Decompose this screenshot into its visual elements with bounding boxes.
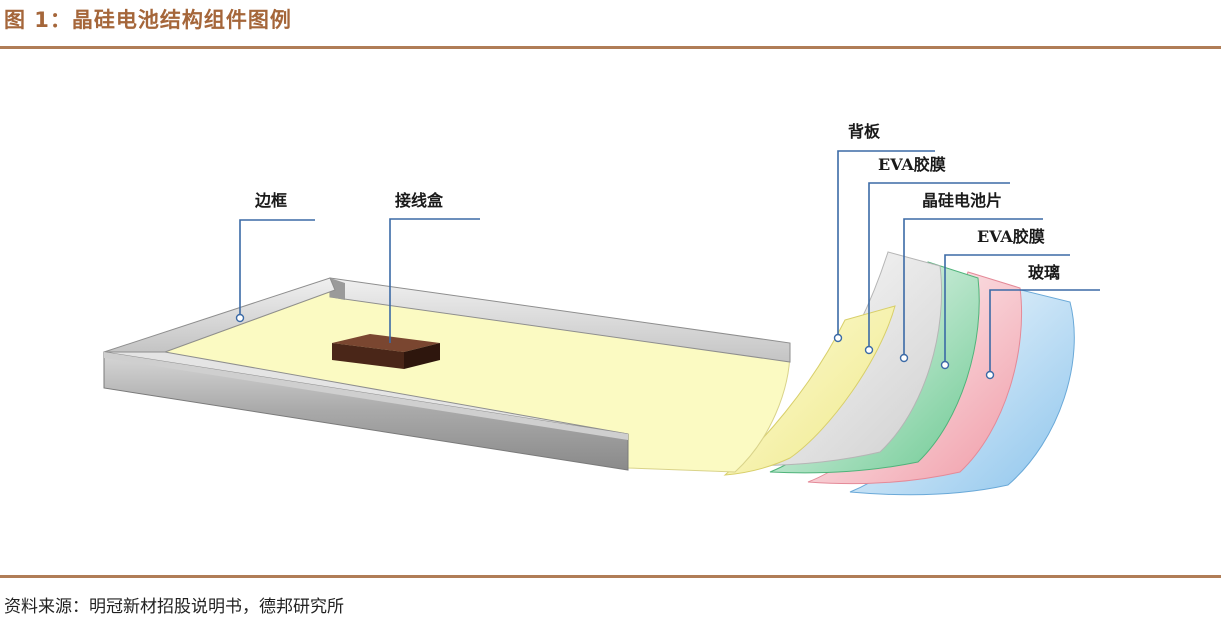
figure-title: 图 1：晶硅电池结构组件图例 <box>4 8 292 32</box>
leader-dots <box>235 313 995 380</box>
bottom-divider <box>0 575 1221 578</box>
leader-eva-top <box>868 182 1010 350</box>
label-backsheet: 背板 <box>848 122 881 141</box>
leader-eva-bottom <box>944 254 1070 365</box>
leader-junction-box <box>389 218 480 343</box>
label-eva-bottom: EVA胶膜 <box>977 227 1045 246</box>
frame <box>103 277 791 471</box>
source-note: 资料来源：明冠新材招股说明书，德邦研究所 <box>4 597 344 617</box>
top-divider <box>0 46 1221 49</box>
junction-box <box>332 334 440 369</box>
leader-glass <box>989 289 1100 375</box>
leader-cell <box>903 218 1043 358</box>
leader-frame <box>239 219 315 318</box>
leader-backsheet <box>837 150 935 338</box>
label-eva-top: EVA胶膜 <box>878 155 946 174</box>
label-frame: 边框 <box>254 191 287 210</box>
label-junction-box: 接线盒 <box>395 191 444 210</box>
label-glass: 玻璃 <box>1028 263 1060 282</box>
label-cell: 晶硅电池片 <box>922 191 1002 210</box>
layer-backsheet <box>723 305 896 476</box>
leader-lines <box>239 150 1100 375</box>
